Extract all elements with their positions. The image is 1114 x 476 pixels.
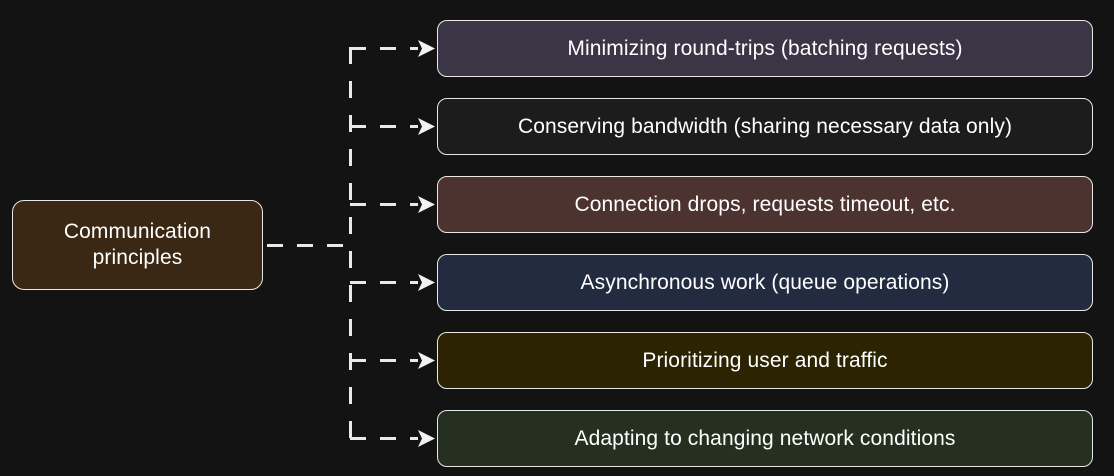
branch-node-conserving-bandwidth[interactable]: Conserving bandwidth (sharing necessary … bbox=[437, 98, 1093, 155]
branch-node-adapting-network-conditions[interactable]: Adapting to changing network conditions bbox=[437, 410, 1093, 467]
branch-node-minimizing-round-trips[interactable]: Minimizing round-trips (batching request… bbox=[437, 20, 1093, 77]
edge-to-branch-2 bbox=[350, 118, 435, 135]
edge-to-branch-1 bbox=[350, 40, 435, 57]
edge-to-branch-4 bbox=[350, 274, 435, 291]
arrow-head-1 bbox=[418, 40, 435, 57]
branch-node-connection-drops[interactable]: Connection drops, requests timeout, etc. bbox=[437, 176, 1093, 233]
branch-node-prioritizing-user-and-traffic[interactable]: Prioritizing user and traffic bbox=[437, 332, 1093, 389]
edge-to-branch-6 bbox=[350, 430, 435, 447]
root-node-communication-principles[interactable]: Communication principles bbox=[12, 200, 263, 290]
arrow-head-6 bbox=[418, 430, 435, 447]
arrow-head-5 bbox=[418, 352, 435, 369]
arrow-head-3 bbox=[418, 196, 435, 213]
edge-to-branch-3 bbox=[350, 196, 435, 213]
edge-to-branch-5 bbox=[350, 352, 435, 369]
arrow-head-4 bbox=[418, 274, 435, 291]
branch-node-asynchronous-work[interactable]: Asynchronous work (queue operations) bbox=[437, 254, 1093, 311]
arrow-head-2 bbox=[418, 118, 435, 135]
